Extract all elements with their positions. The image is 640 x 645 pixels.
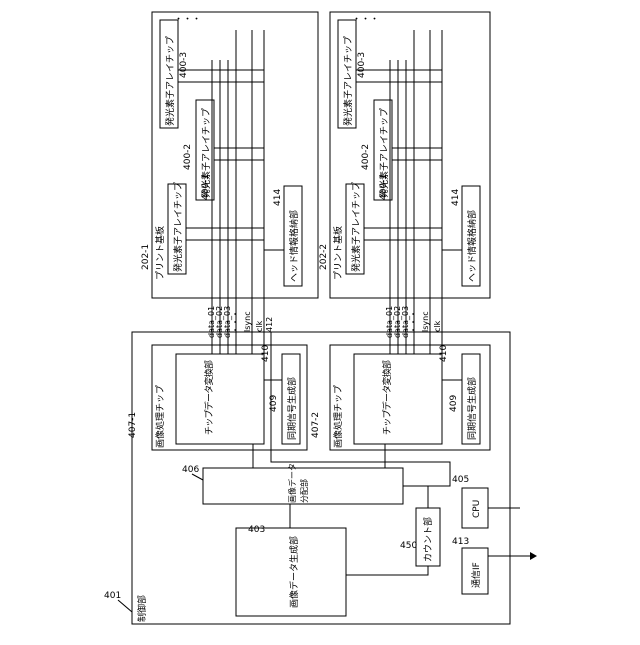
counter-label: カウント部 (422, 517, 434, 562)
sig2-lsync: lsync (421, 311, 430, 332)
sig1-clk: clk (255, 320, 264, 332)
image-data-distributor-label-1: 画像データ (287, 463, 297, 503)
processor-chip-2-ref: 407-2 (311, 412, 321, 438)
board1-chip-1-label: 発光素子アレイチップ (172, 182, 184, 272)
control-unit-leader (118, 600, 132, 612)
board2-chip-2-label: 発光素子アレイチップ (378, 108, 390, 198)
chip-data-converter-1-label: チップデータ変換部 (203, 360, 215, 435)
cpu-label: CPU (472, 500, 482, 518)
sync-signal-gen-2-ref: 409 (449, 395, 459, 412)
processor-chip-1 (152, 345, 307, 450)
image-data-generator-label: 画像データ生成部 (288, 536, 300, 608)
print-board-1-ref: 202-1 (141, 244, 151, 270)
board2-chip-3-ref: 400-3 (357, 52, 367, 78)
board1-head-info-ref: 414 (273, 189, 283, 206)
control-unit-label: 制御部 (136, 595, 148, 622)
sig1-ref: 412 (265, 317, 274, 332)
print-board-2-ref: 202-2 (319, 244, 329, 270)
board1-ellipsis: ・・・ (174, 15, 201, 25)
board2-head-info-ref: 414 (451, 189, 461, 206)
board2-wiring (356, 30, 462, 298)
board1-chip-3-ref: 400-3 (179, 52, 189, 78)
chip-data-converter-2 (354, 354, 442, 444)
processor-chip-1-ref: 407-1 (128, 412, 138, 438)
board2-ellipsis: ・・・ (352, 15, 379, 25)
chip-data-converter-2-label: チップデータ変換部 (381, 360, 393, 435)
chip-data-converter-2-ref: 410 (439, 345, 449, 362)
board1-head-info-label: ヘッド情報格納部 (288, 210, 300, 282)
control-unit-ref: 401 (104, 591, 121, 601)
sync-signal-gen-2-label: 同期信号生成部 (466, 377, 478, 440)
print-board-1-label: プリント基板 (154, 226, 166, 280)
image-data-distributor-label-2: 分配部 (299, 479, 309, 503)
board2-chip-2-ref: 400-2 (361, 144, 371, 170)
processor-chip-2-label: 画像処理チップ (332, 385, 344, 448)
sig2-ellipsis: ・・・ (409, 310, 418, 334)
chip-data-converter-1 (176, 354, 264, 444)
board1-wiring (178, 30, 284, 298)
counter-ref: 450 (400, 541, 417, 551)
sig1-ellipsis: ・・・ (231, 310, 240, 334)
comm-if-ref: 413 (452, 537, 469, 547)
print-board-2-label: プリント基板 (332, 226, 344, 280)
sync-signal-gen-1-label: 同期信号生成部 (286, 377, 298, 440)
processor-chip-1-label: 画像処理チップ (154, 385, 166, 448)
counter-to-gen (346, 566, 428, 575)
comm-if-label: 通信IF (470, 562, 482, 588)
image-data-distributor-ref: 406 (182, 465, 199, 475)
chip-data-converter-1-ref: 410 (261, 345, 271, 362)
board2-head-info-label: ヘッド情報格納部 (466, 210, 478, 282)
image-data-generator-ref: 403 (248, 525, 265, 535)
board1-chip-2-ref: 400-2 (183, 144, 193, 170)
comm-arrow-icon (530, 552, 537, 560)
sig1-lsync: lsync (243, 311, 252, 332)
cpu-ref: 405 (452, 475, 469, 485)
board1-chip-2-label: 発光素子アレイチップ (200, 108, 212, 198)
sig2-clk: clk (433, 320, 442, 332)
board2-chip-3-label: 発光素子アレイチップ (342, 36, 354, 126)
signal-labels-2: data_01 data_02 data_03 ・・・ lsync clk (385, 306, 442, 338)
board1-chip-3-label: 発光素子アレイチップ (164, 36, 176, 126)
board2-chip-1-label: 発光素子アレイチップ (350, 182, 362, 272)
